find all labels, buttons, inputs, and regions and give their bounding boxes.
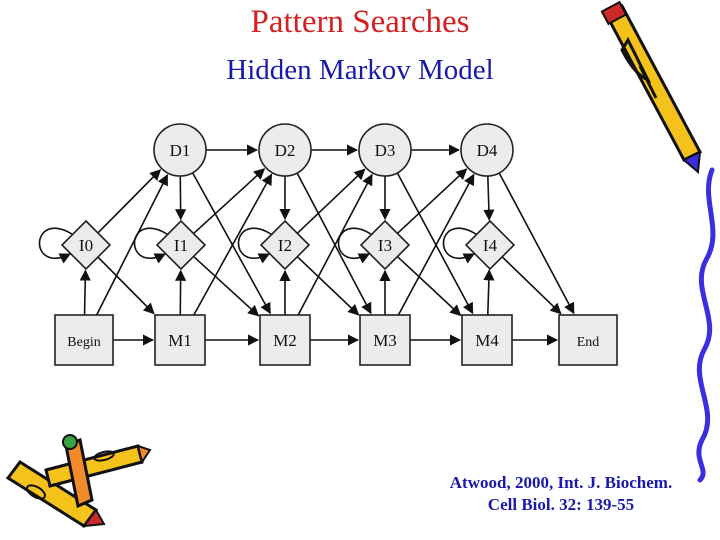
state-label: I4 <box>483 236 498 255</box>
state-D2: D2 <box>258 123 312 177</box>
state-label: D4 <box>477 141 498 160</box>
slide-title: Pattern Searches <box>250 4 470 40</box>
state-I3: I3 <box>359 219 411 271</box>
slide-subtitle: Hidden Markov Model <box>226 54 494 86</box>
match-state-box <box>359 314 411 366</box>
state-D1: D1 <box>153 123 207 177</box>
state-I2: I2 <box>259 219 311 271</box>
arrow-D4-I4 <box>483 175 495 221</box>
state-label: I3 <box>378 236 392 255</box>
delete-state-circle <box>460 123 514 177</box>
delete-state-circle <box>258 123 312 177</box>
state-label: I2 <box>278 236 292 255</box>
state-label: I0 <box>79 236 93 255</box>
delete-state-circle <box>358 123 412 177</box>
arrow-I4-End <box>501 256 562 315</box>
arrow-B-I0 <box>79 269 91 316</box>
insert-state-diamond <box>155 219 207 271</box>
state-label: End <box>577 335 600 350</box>
arrow-I0-D1 <box>97 169 162 234</box>
pencils-clipart-bottom-left <box>5 434 152 529</box>
arrow-M4-I4 <box>483 269 495 316</box>
arrow-I2-D3 <box>296 168 366 234</box>
arrow-D2-M3 <box>296 172 372 315</box>
terminal-state-box <box>54 314 114 366</box>
arrow-I0-M1 <box>97 256 155 315</box>
match-state-box <box>154 314 206 366</box>
state-D3: D3 <box>358 123 412 177</box>
state-I0: I0 <box>60 219 112 271</box>
state-E: End <box>558 314 618 366</box>
insert-state-diamond <box>464 219 516 271</box>
citation-line-1: Atwood, 2000, Int. J. Biochem. <box>449 473 673 492</box>
state-M4: M4 <box>461 314 513 366</box>
state-I4: I4 <box>464 219 516 271</box>
self-loop-I4 <box>442 227 477 264</box>
state-B: Begin <box>54 314 114 366</box>
arrow-D4-End <box>498 172 575 315</box>
insert-state-diamond <box>259 219 311 271</box>
state-label: I1 <box>174 236 188 255</box>
state-label: Begin <box>67 335 100 350</box>
state-label: D1 <box>170 141 191 160</box>
state-label: D3 <box>375 141 396 160</box>
arrow-D1-M2 <box>191 172 271 315</box>
arrow-I1-D2 <box>193 168 266 235</box>
state-I1: I1 <box>155 219 207 271</box>
terminal-state-box <box>558 314 618 366</box>
arrow-D3-M4 <box>396 172 474 315</box>
citation: Atwood, 2000, Int. J. Biochem. Cell Biol… <box>426 472 696 516</box>
squiggle-decoration <box>696 167 716 483</box>
self-loop-I3 <box>337 227 372 264</box>
self-loop-I2 <box>237 227 272 264</box>
match-state-box <box>461 314 513 366</box>
arrow-I3-M4 <box>396 255 462 317</box>
state-M3: M3 <box>359 314 411 366</box>
state-D4: D4 <box>460 123 514 177</box>
state-label: M1 <box>168 331 192 350</box>
arrow-I2-M3 <box>296 256 360 316</box>
insert-state-diamond <box>359 219 411 271</box>
state-label: D2 <box>275 141 296 160</box>
arrow-B-D1 <box>95 173 169 316</box>
citation-line-2: Cell Biol. 32: 139-55 <box>487 495 635 514</box>
transition-arrows <box>38 144 575 346</box>
insert-state-diamond <box>60 219 112 271</box>
pencil-clipart-top-right <box>600 0 703 175</box>
arrow-I3-D4 <box>396 168 468 235</box>
state-label: M4 <box>475 331 499 350</box>
delete-state-circle <box>153 123 207 177</box>
state-label: M2 <box>273 331 297 350</box>
state-label: M3 <box>373 331 397 350</box>
self-loop-I0 <box>38 227 73 264</box>
match-state-box <box>259 314 311 366</box>
state-M1: M1 <box>154 314 206 366</box>
arrow-I1-M2 <box>193 255 260 317</box>
self-loop-I1 <box>133 227 168 264</box>
state-M2: M2 <box>259 314 311 366</box>
